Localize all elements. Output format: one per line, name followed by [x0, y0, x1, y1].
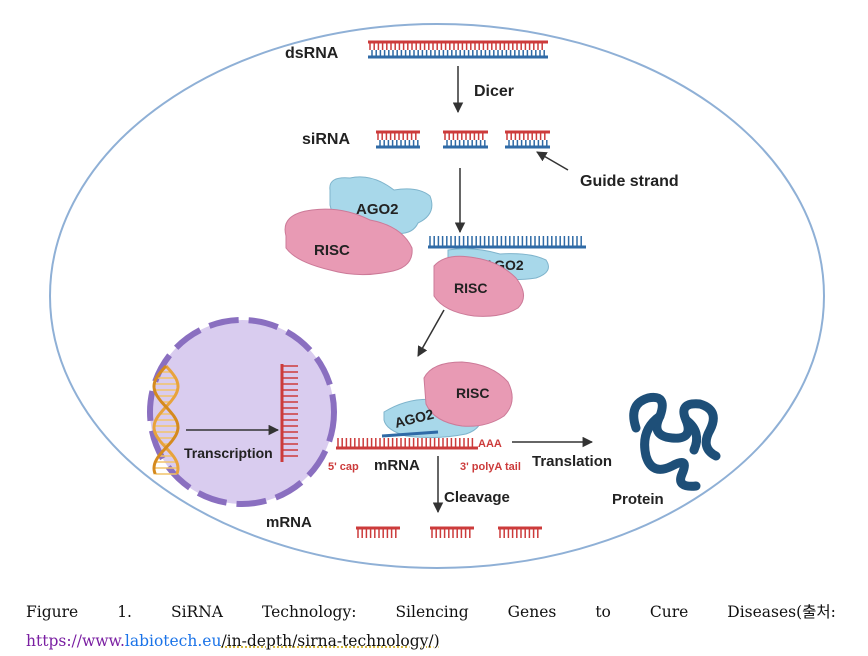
risc-label-loaded: RISC — [454, 280, 487, 296]
risc-shape-free — [284, 208, 413, 276]
guide-strand-arrow — [536, 151, 569, 171]
nucleus — [147, 317, 337, 507]
caption-word: Figure — [26, 603, 79, 621]
polya-label: 3' polyA tail — [460, 461, 521, 473]
dsrna-strand — [368, 40, 548, 59]
caption-url[interactable]: https://www.labiotech.eu/in-depth/sirna-… — [26, 627, 836, 656]
guide-bound — [381, 430, 439, 438]
dna-strand-a — [152, 364, 180, 475]
dicer-label: Dicer — [474, 83, 514, 100]
source-link[interactable]: https://www.labiotech.eu/in-depth/sirna-… — [26, 632, 440, 650]
dsrna-label: dsRNA — [285, 45, 339, 62]
sirna-label: siRNA — [302, 131, 350, 148]
caption-word: Cure — [649, 603, 689, 621]
mrna-main-label: mRNA — [374, 457, 420, 474]
cleavage-label: Cleavage — [444, 489, 510, 506]
caption-word: Diseases(출처: — [727, 603, 836, 621]
caption-word: to — [595, 603, 611, 621]
caption-line: Figure 1. SiRNA Technology: Silencing Ge… — [26, 598, 836, 627]
mrna-strand — [336, 438, 478, 450]
caption-word: SiRNA — [170, 603, 223, 621]
guide-strand-loaded — [428, 236, 586, 249]
transcription-label: Transcription — [184, 445, 273, 461]
sirna-fragments — [376, 130, 550, 149]
url-domain: labiotech.eu — [124, 632, 222, 650]
risc-shape-bound — [423, 361, 513, 427]
dna-helix — [152, 364, 180, 475]
aaa-label: AAA — [478, 438, 502, 450]
cleaved-fragments — [356, 526, 542, 538]
risc-shape-loaded — [433, 255, 524, 317]
guide-strand-label: Guide strand — [580, 173, 679, 190]
translation-label: Translation — [532, 453, 612, 470]
five-cap-label: 5' cap — [328, 461, 359, 473]
ago2-label-free: AGO2 — [356, 201, 399, 218]
sirna-diagram: dsRNA Dicer siRNA Guide strand AGO2 RISC… — [49, 23, 825, 569]
caption-word: 1. — [117, 603, 132, 621]
risc-label-free: RISC — [314, 242, 350, 259]
url-path: /in-depth/sirna-technology/) — [221, 632, 440, 650]
caption-word: Technology: — [261, 603, 357, 621]
mrna-nucleus-label: mRNA — [266, 514, 312, 531]
protein-label: Protein — [612, 491, 664, 508]
dna-strand-b — [152, 364, 180, 475]
caption-word: Silencing — [395, 603, 469, 621]
figure-caption: Figure 1. SiRNA Technology: Silencing Ge… — [26, 598, 836, 656]
nuclear-mrna — [280, 364, 298, 462]
risc-label-bound: RISC — [456, 385, 489, 401]
caption-word: Genes — [507, 603, 557, 621]
protein-shape — [629, 392, 721, 491]
url-prefix: https://www. — [26, 632, 125, 650]
binding-arrow — [417, 309, 445, 357]
